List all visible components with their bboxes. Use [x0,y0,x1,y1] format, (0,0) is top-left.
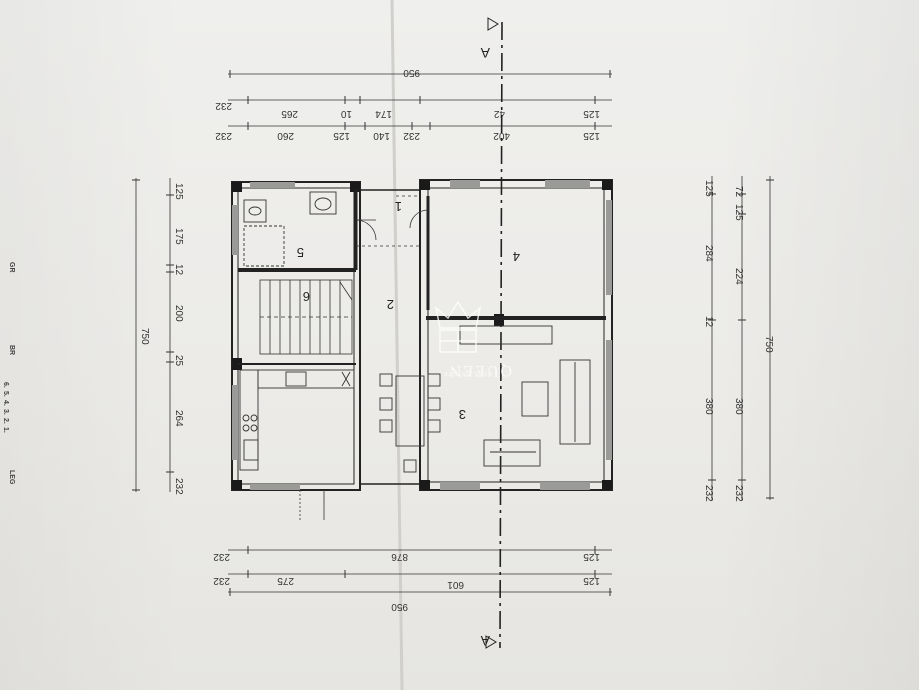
bathroom-fixtures [243,191,337,267]
legend-item-2: 2. [2,418,9,424]
left-dim-total: 750 [139,328,150,345]
doors [299,195,429,520]
top-dim-2-0: 232 [215,100,232,111]
top-dim-3-4: 232 [403,130,420,141]
left-dim-6: 232 [173,478,184,495]
left-dimensions [132,178,174,492]
top-dimensions [228,70,612,130]
queen-watermark-logo: QUEEN REAL ESTATE [434,300,512,379]
top-dim-3-6: 125 [583,130,600,141]
left-dim-3: 200 [173,305,184,322]
top-dim-2-2: 10 [340,108,352,119]
bottom-dimensions [228,546,612,596]
legend-heading-leg: LEG [8,470,15,485]
legend-heading-gr: GR [8,262,15,273]
bottom-dim-2-2: 601 [447,579,464,590]
right-dim-outer-4: 232 [733,485,744,502]
right-dim-outer-2: 224 [733,268,744,285]
right-dim-outer-0: 72 [733,186,744,198]
top-dim-2-5: 125 [583,108,600,119]
watermark-tagline: REAL ESTATE [443,370,492,376]
section-label-top: A [480,45,490,61]
top-dim-2-1: 265 [281,108,298,119]
section-line [499,21,503,649]
dining-set [379,373,441,447]
top-dim-3-3: 140 [373,130,390,141]
section-label-bottom: A [480,633,490,649]
left-dim-1: 175 [173,228,184,245]
room-number-6: 6 [303,289,310,304]
top-dim-2-4: 42 [493,108,505,119]
legend: GR BR LEG 6. 5. 4. 3. 2. 1. [2,262,15,485]
room-number-4: 4 [513,249,520,264]
right-dim-total: 750 [763,336,774,353]
walls [231,179,613,491]
bottom-dim-2-1: 275 [277,575,294,586]
room-number-2: 2 [387,297,394,312]
bottom-dim-2-0: 232 [213,575,230,586]
legend-item-1: 1. [2,427,9,433]
right-dimensions [708,176,774,500]
legend-item-5: 5. [2,391,9,397]
watermark-name: QUEEN [448,362,512,379]
right-dim-outer-1: 125 [733,204,744,221]
top-dim-2-3: 174 [375,108,392,119]
living-furniture [403,325,591,473]
legend-item-4: 4. [2,400,9,406]
bottom-dim-1-0: 232 [213,551,230,562]
left-dim-0: 125 [173,183,184,200]
bottom-dim-2-3: 125 [583,575,600,586]
legend-item-6: 6. [2,382,9,388]
right-dim-inner-0: 125 [703,180,714,197]
room-number-3: 3 [459,407,466,422]
left-dim-2: 12 [173,264,184,276]
room-number-5: 5 [297,245,304,260]
top-dim-3-0: 232 [215,130,232,141]
top-dim-3-5: 402 [493,130,510,141]
section-arrow-top [487,17,499,31]
staircase [259,279,353,355]
left-dim-5: 264 [173,410,184,427]
paper-fold [390,0,404,690]
legend-heading-br: BR [8,345,15,355]
bottom-dim-total: 950 [391,601,408,612]
top-dim-3-2: 125 [333,130,350,141]
left-dim-4: 25 [173,355,184,367]
right-dim-inner-1: 284 [703,245,714,262]
bottom-dim-1-1: 876 [391,551,408,562]
right-dim-inner-2: 12 [703,316,714,328]
section-arrow-bottom [485,635,497,649]
room-number-1: 1 [395,199,402,214]
kitchen-counter [239,369,355,471]
crown-icon [434,300,482,353]
right-dim-inner-4: 232 [703,485,714,502]
top-dim-3-1: 260 [277,130,294,141]
bottom-dim-1-2: 125 [583,551,600,562]
legend-item-3: 3. [2,409,9,415]
right-dim-inner-3: 380 [703,398,714,415]
top-dim-total: 950 [403,67,420,78]
right-dim-outer-3: 380 [733,398,744,415]
